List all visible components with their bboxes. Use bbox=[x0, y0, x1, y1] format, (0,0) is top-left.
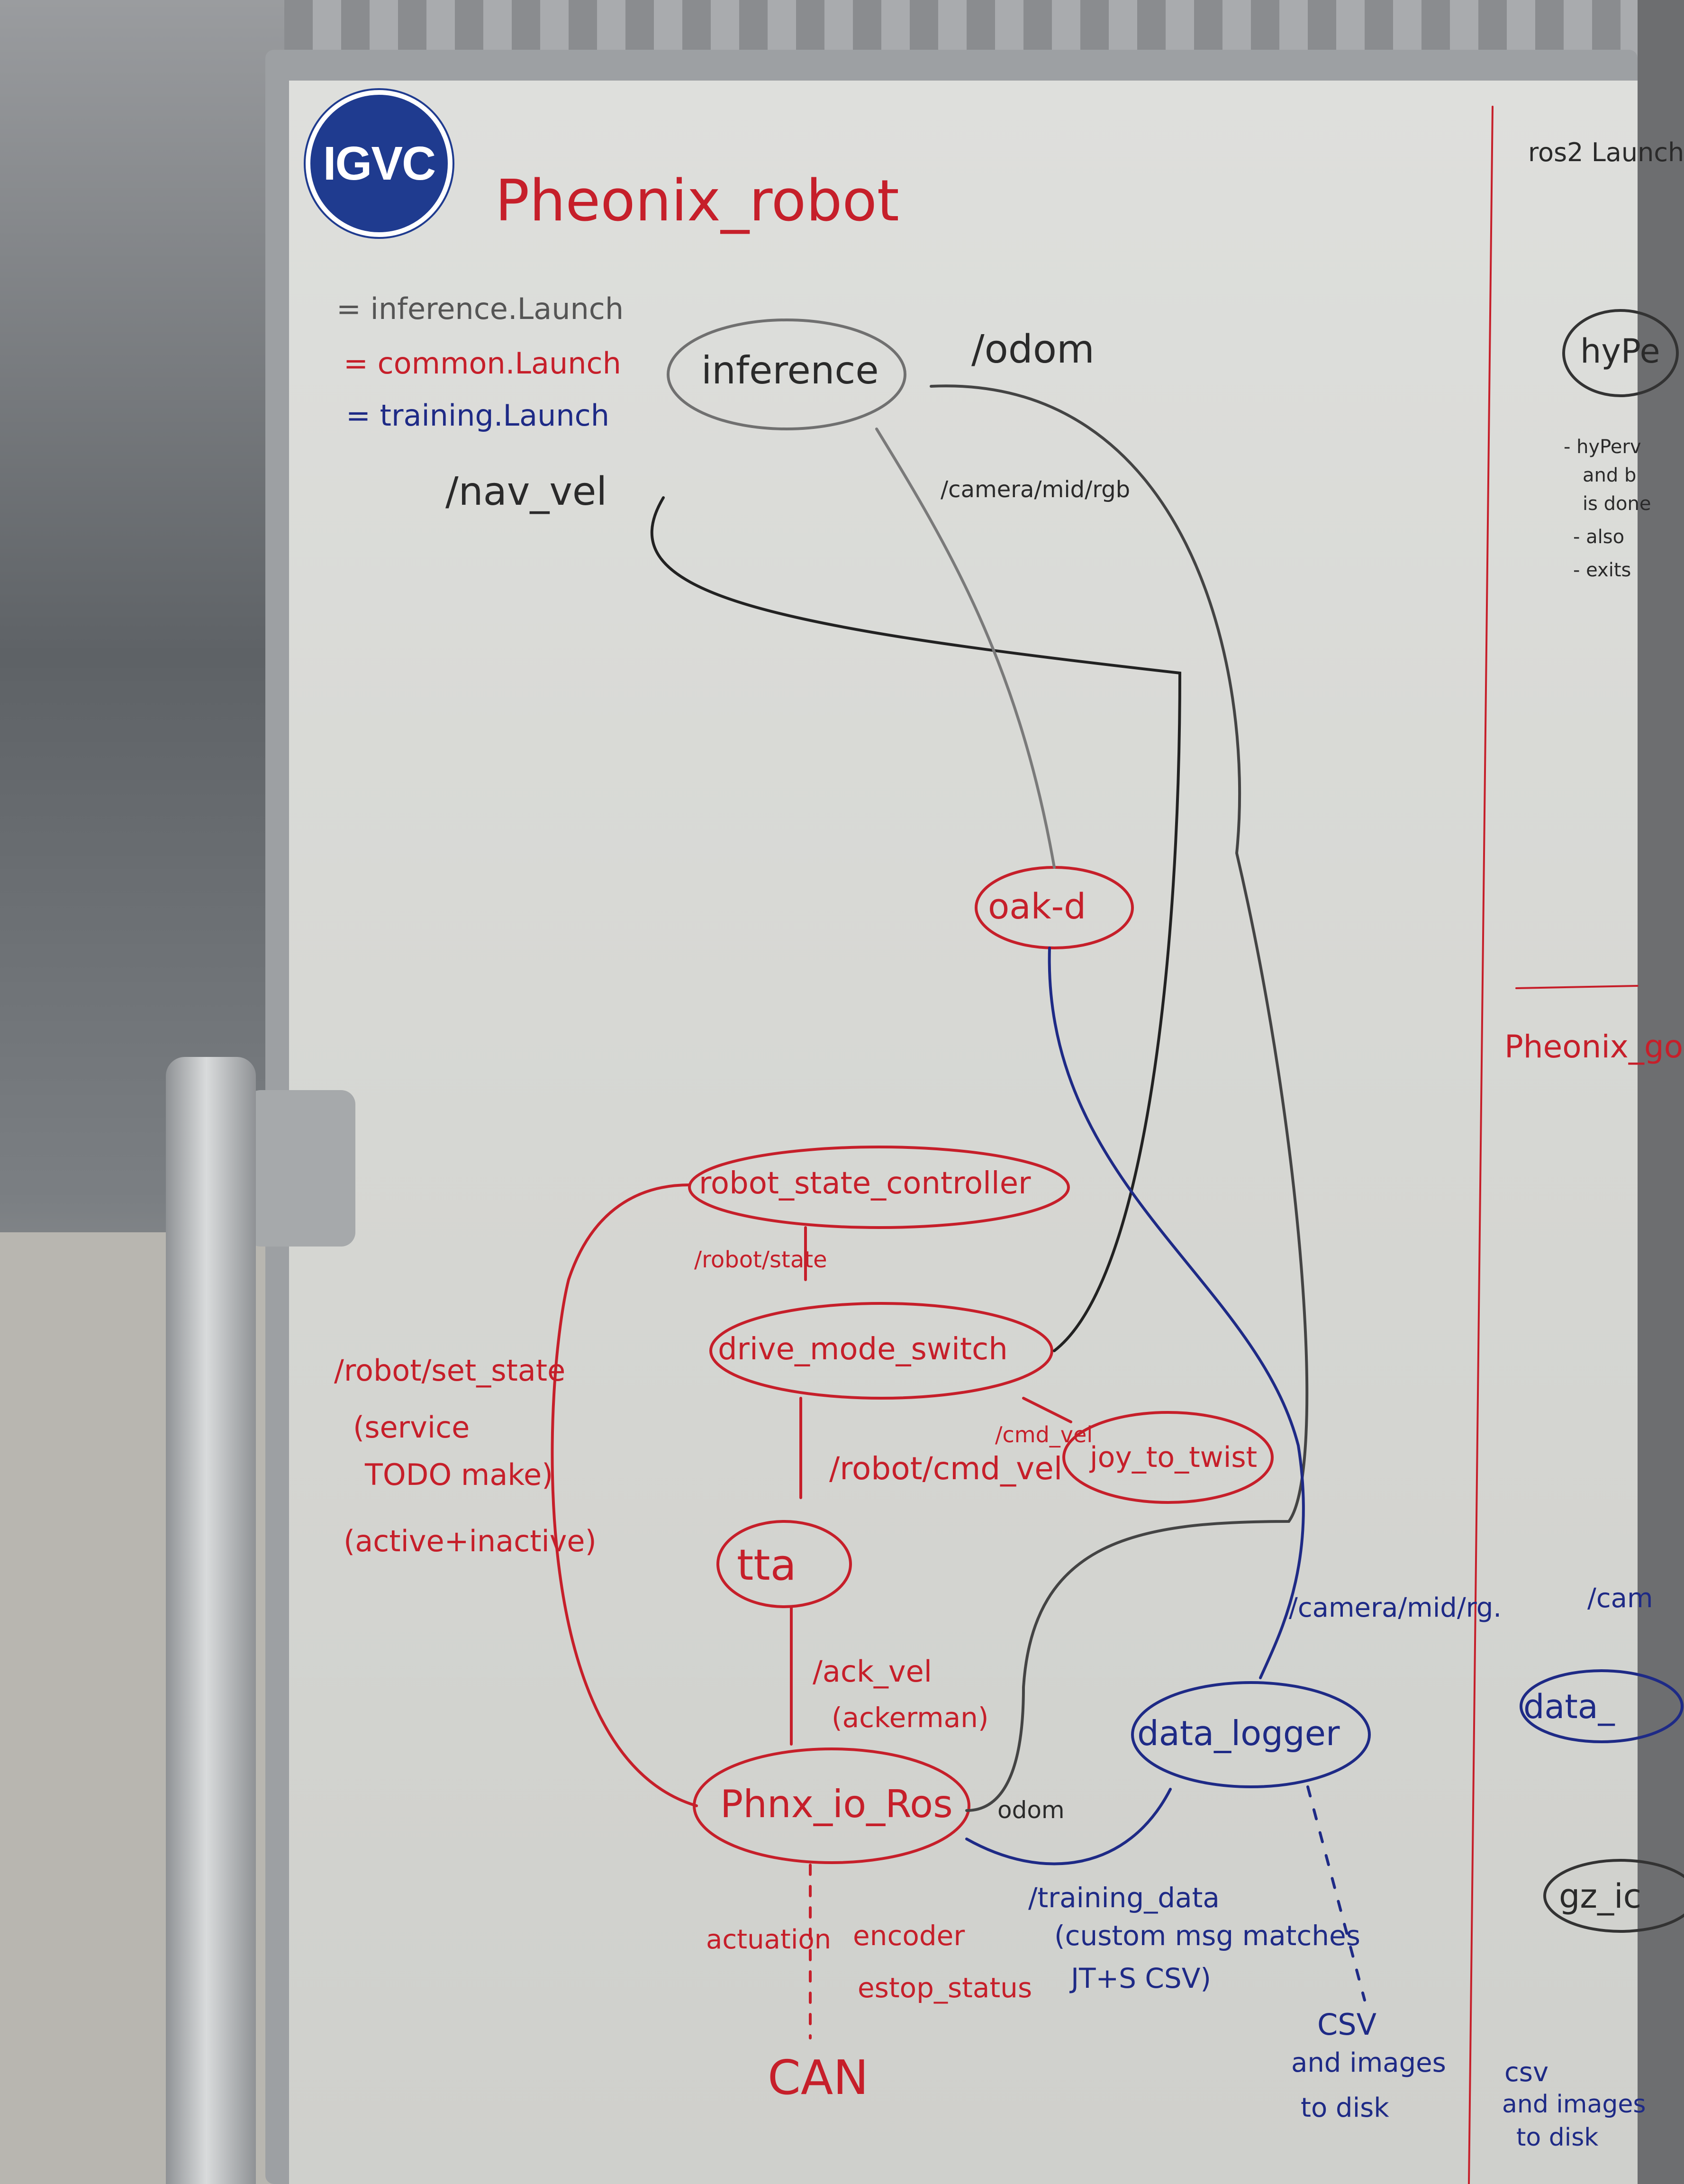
node-can: CAN bbox=[768, 2050, 869, 2105]
whiteboard bbox=[289, 81, 1638, 2184]
right-bullet-5: - exits bbox=[1573, 559, 1631, 581]
node-robot-state-controller-outline bbox=[688, 1146, 1070, 1229]
right-node-data: data_ bbox=[1523, 1687, 1615, 1726]
right-bullet-2: and b bbox=[1583, 464, 1637, 486]
label-robot-state: /robot/state bbox=[694, 1247, 827, 1273]
stand-pole bbox=[166, 1057, 256, 2184]
training-line-1: /training_data bbox=[1028, 1882, 1220, 1914]
label-encoder: encoder bbox=[853, 1920, 965, 1952]
node-inference-outline bbox=[667, 318, 906, 430]
red-subtitle-line bbox=[1515, 985, 1639, 989]
node-joy-to-twist: joy_to_twist bbox=[1090, 1441, 1258, 1474]
right-node-gz: gz_ic bbox=[1559, 1877, 1642, 1916]
node-drive-mode-switch: drive_mode_switch bbox=[718, 1332, 1008, 1367]
edge-camera-to-inference bbox=[875, 428, 1056, 869]
label-ack-vel: /ack_vel bbox=[813, 1654, 932, 1689]
right-bullet-3: is done bbox=[1583, 493, 1651, 515]
label-actuation: actuation bbox=[706, 1924, 832, 1955]
label-odom-bottom: odom bbox=[997, 1796, 1065, 1824]
right-node-hype-outline bbox=[1562, 309, 1679, 397]
legend-common: = common.Launch bbox=[344, 346, 621, 381]
set-state-line-2: (service bbox=[353, 1410, 470, 1445]
right-bullet-4: - also bbox=[1573, 526, 1625, 548]
label-estop-status: estop_status bbox=[858, 1972, 1032, 2004]
right-node-hype: hyPe bbox=[1580, 332, 1660, 371]
label-camera-rgb-top: /camera/mid/rgb bbox=[941, 476, 1131, 503]
diagram-lines bbox=[551, 106, 1684, 2184]
right-subtitle: Pheonix_go bbox=[1504, 1028, 1684, 1065]
node-tta: tta bbox=[737, 1540, 797, 1590]
right-csv-line-1: csv bbox=[1504, 2057, 1549, 2088]
node-tta-outline bbox=[716, 1520, 852, 1608]
node-joy-to-twist-outline bbox=[1062, 1411, 1274, 1504]
right-csv-line-2: and images bbox=[1502, 2090, 1646, 2119]
edge-joy-cmd-vel bbox=[1022, 1397, 1072, 1423]
label-camera-rgb-bottom: /camera/mid/rg. bbox=[1289, 1592, 1502, 1623]
label-ackerman: (ackerman) bbox=[832, 1702, 989, 1734]
node-phnx-io-ros: Phnx_io_Ros bbox=[720, 1782, 953, 1826]
label-odom-top: /odom bbox=[971, 327, 1095, 372]
label-robot-cmd-vel: /robot/cmd_vel bbox=[829, 1450, 1063, 1487]
right-node-data-outline bbox=[1520, 1669, 1684, 1743]
set-state-line-4: (active+inactive) bbox=[344, 1524, 597, 1558]
node-inference: inference bbox=[701, 348, 879, 392]
edge-logger-to-disk bbox=[1306, 1785, 1366, 2002]
csv-line-1: CSV bbox=[1317, 2007, 1377, 2042]
red-divider-line bbox=[1468, 106, 1494, 2184]
label-nav-vel: /nav_vel bbox=[445, 469, 607, 514]
right-csv-line-3: to disk bbox=[1516, 2123, 1599, 2152]
right-heading: ros2 Launch bbox=[1528, 137, 1684, 167]
csv-line-3: to disk bbox=[1301, 2093, 1389, 2123]
edge-set-state bbox=[551, 1183, 698, 1807]
csv-line-2: and images bbox=[1291, 2048, 1446, 2078]
set-state-line-1: /robot/set_state bbox=[334, 1353, 566, 1388]
node-data-logger: data_logger bbox=[1137, 1713, 1340, 1753]
right-node-gz-outline bbox=[1543, 1859, 1684, 1933]
right-cam-label: /cam bbox=[1587, 1583, 1653, 1614]
label-cmd-vel: /cmd_vel bbox=[995, 1422, 1093, 1447]
training-line-2: (custom msg matches bbox=[1054, 1920, 1360, 1952]
node-oak-d: oak-d bbox=[988, 886, 1086, 927]
igvc-logo: IGVC bbox=[306, 90, 453, 237]
set-state-line-3: TODO make) bbox=[365, 1457, 553, 1492]
right-bullet-1: - hyPerv bbox=[1564, 436, 1641, 458]
edge-nav-vel bbox=[650, 496, 1182, 1352]
stand-clamp bbox=[246, 1090, 355, 1247]
node-drive-mode-switch-outline bbox=[709, 1302, 1053, 1400]
edge-training-data bbox=[965, 1788, 1172, 1866]
training-line-3: JT+S CSV) bbox=[1071, 1962, 1212, 1994]
legend-training: = training.Launch bbox=[346, 398, 610, 433]
edge-oak-d-to-logger bbox=[1048, 946, 1305, 1679]
node-data-logger-outline bbox=[1131, 1681, 1371, 1788]
legend-inference: = inference.Launch bbox=[336, 291, 624, 326]
node-robot-state-controller: robot_state_controller bbox=[699, 1166, 1031, 1201]
board-title: Pheonix_robot bbox=[495, 168, 899, 234]
edge-odom-top bbox=[930, 384, 1309, 1812]
